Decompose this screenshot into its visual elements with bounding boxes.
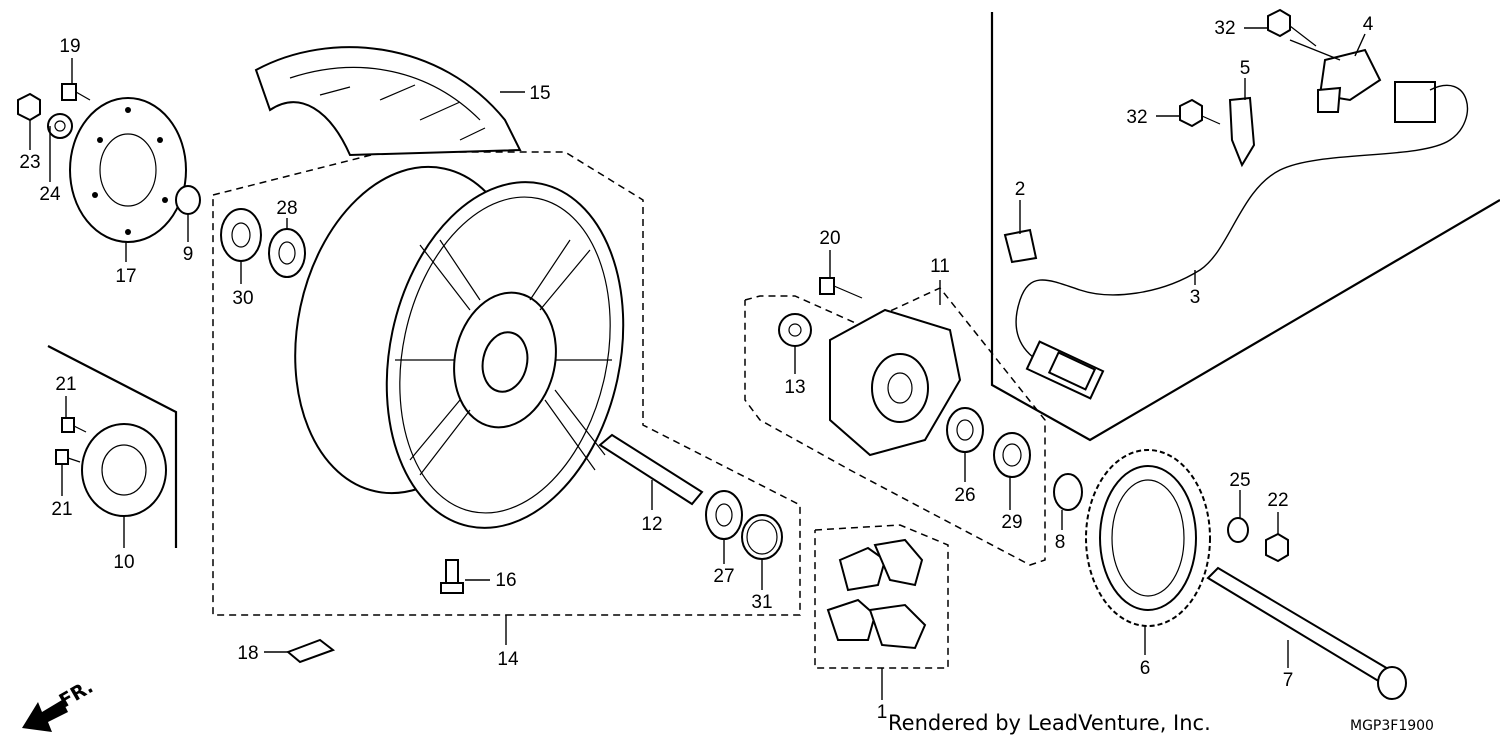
- callout-12: 12: [641, 514, 662, 535]
- callout-25: 25: [1229, 470, 1250, 491]
- callout-26: 26: [954, 485, 975, 506]
- callout-9: 9: [183, 244, 194, 265]
- seal-29: [993, 432, 1031, 478]
- callout-5: 5: [1240, 58, 1251, 79]
- callout-32-upper: 32: [1214, 18, 1235, 39]
- callout-23: 23: [19, 152, 40, 173]
- bolt-32-lower: [1179, 98, 1221, 128]
- bolt-19: [61, 83, 91, 101]
- callout-22: 22: [1267, 490, 1288, 511]
- sensor-wire: [1015, 84, 1469, 400]
- abs-sensor: [1317, 48, 1436, 123]
- sprocket: [1085, 449, 1211, 627]
- callout-27: 27: [713, 566, 734, 587]
- clamp-2: [1003, 228, 1038, 264]
- bearing-26: [946, 407, 984, 453]
- callout-14: 14: [497, 649, 519, 670]
- callout-3: 3: [1190, 287, 1201, 308]
- collar-13: [778, 313, 812, 347]
- washer-25: [1227, 517, 1249, 543]
- callout-8: 8: [1055, 532, 1066, 553]
- callout-13: 13: [784, 377, 805, 398]
- front-direction-arrow-icon: FR.: [22, 676, 97, 732]
- callout-30: 30: [232, 288, 253, 309]
- bearing-30: [220, 208, 262, 262]
- wheel-group-box: [212, 151, 801, 616]
- callout-19: 19: [59, 36, 80, 57]
- callout-16: 16: [495, 570, 516, 591]
- bearing-28: [268, 228, 306, 278]
- rear-wheel: [294, 165, 625, 529]
- callout-24: 24: [39, 184, 61, 205]
- callout-32-lower: 32: [1126, 107, 1147, 128]
- callout-15: 15: [529, 83, 550, 104]
- nut-22: [1265, 532, 1289, 563]
- callout-4: 4: [1363, 14, 1374, 35]
- callout-11: 11: [930, 256, 950, 277]
- callout-10: 10: [113, 552, 134, 573]
- abs-sensor-box: [990, 12, 1500, 442]
- collar-12: [598, 433, 704, 506]
- callout-21-upper: 21: [55, 374, 76, 395]
- credit-text: Rendered by LeadVenture, Inc.: [888, 711, 1211, 735]
- valve-16: [440, 559, 464, 594]
- callout-7: 7: [1283, 670, 1294, 691]
- nut-23: [17, 92, 41, 122]
- brake-disc: [69, 97, 187, 243]
- callouts: 1 2 3 4 5 6 7 8 9 10 11 12 13 14 15 16 1…: [19, 14, 1373, 723]
- bolt-32-upper: [1267, 8, 1317, 47]
- callout-28: 28: [276, 198, 297, 219]
- clamp-5: [1228, 96, 1256, 168]
- axle-7: [1206, 566, 1407, 700]
- callout-18: 18: [237, 643, 258, 664]
- bolt-21-upper: [61, 417, 87, 433]
- hub-group-box: [744, 287, 1046, 566]
- bolt-21-lower: [55, 449, 81, 465]
- bearing-27: [705, 490, 743, 540]
- pulser-ring-box: [47, 345, 178, 548]
- callout-20: 20: [819, 228, 840, 249]
- diagram-code: MGP3F1900: [1350, 718, 1434, 734]
- washer-24: [47, 113, 73, 139]
- o-ring-31: [741, 514, 783, 560]
- balance-weight-18: [286, 638, 336, 664]
- callout-31: 31: [751, 592, 772, 613]
- callout-1: 1: [877, 702, 888, 723]
- callout-21-lower: 21: [51, 499, 72, 520]
- collar-8: [1053, 473, 1083, 511]
- leader-lines: [29, 27, 1366, 700]
- collar-9: [175, 185, 201, 215]
- callout-2: 2: [1015, 179, 1026, 200]
- bolt-20: [819, 277, 863, 299]
- callout-6: 6: [1140, 658, 1151, 679]
- rear-tire: [254, 46, 522, 157]
- callout-29: 29: [1001, 512, 1022, 533]
- damper-group-box: [814, 524, 949, 669]
- pulser-ring: [81, 423, 167, 517]
- driven-flange: [829, 308, 962, 457]
- callout-17: 17: [115, 266, 136, 287]
- damper-rubbers: [826, 538, 927, 650]
